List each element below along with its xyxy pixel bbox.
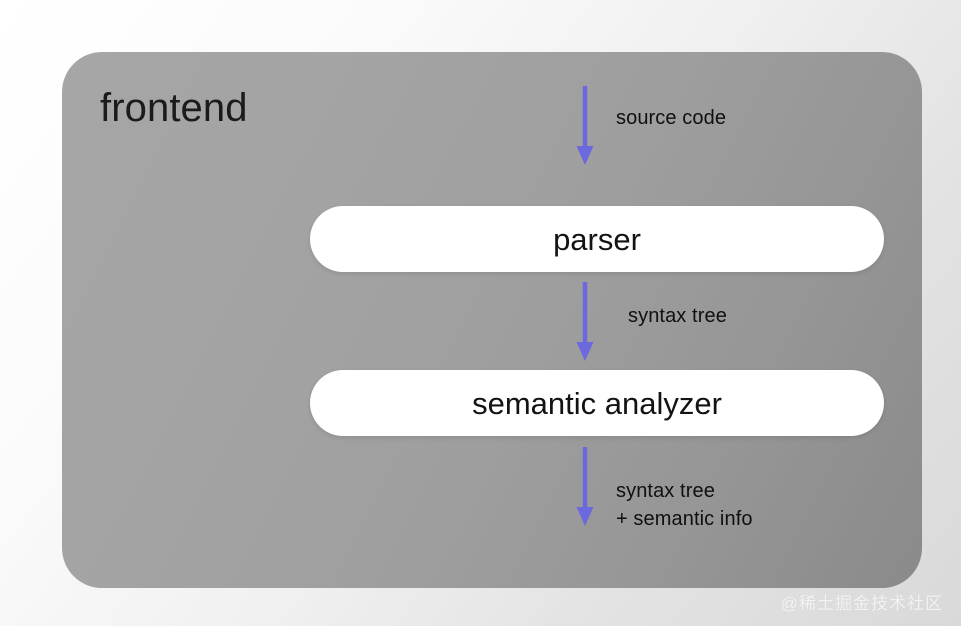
edge-label-source-code: source code: [616, 107, 727, 129]
stage-semantic-analyzer-label: semantic analyzer: [472, 385, 722, 421]
down-arrow-icon: [576, 86, 594, 165]
frontend-title: frontend: [100, 86, 248, 130]
watermark: @稀土掘金技术社区: [780, 594, 943, 613]
stage-semantic-analyzer[interactable]: semantic analyzer: [310, 370, 884, 436]
down-arrow-icon: [576, 282, 594, 361]
stage-parser[interactable]: parser: [310, 206, 884, 272]
edge-label-syntax-tree-semantic-info: syntax tree + semantic info: [616, 480, 753, 530]
frontend-container: frontend source code parser syntax tree …: [62, 52, 922, 588]
stage-parser-label: parser: [553, 221, 641, 257]
down-arrow-icon: [576, 447, 594, 526]
edge-label-syntax-tree: syntax tree: [628, 305, 727, 327]
